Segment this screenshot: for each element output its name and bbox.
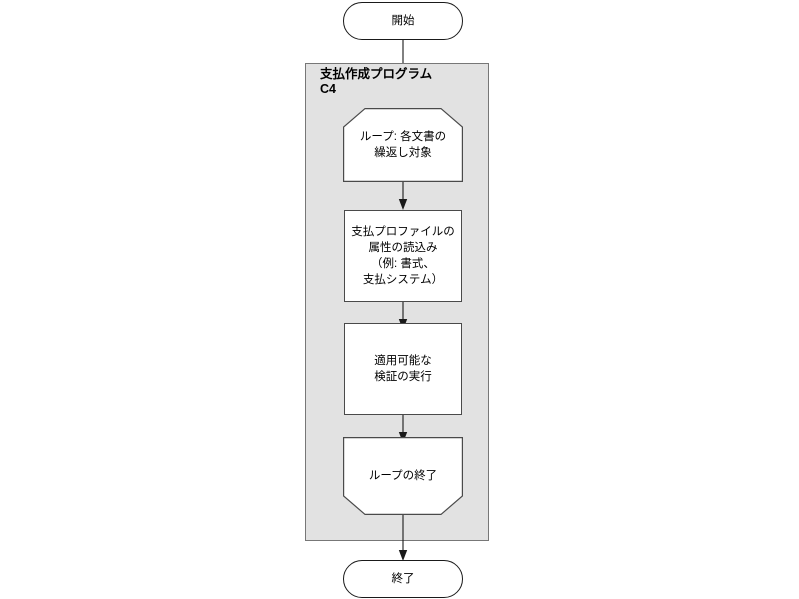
node-read-profile-label: 支払プロファイルの 属性の読込み （例: 書式、 支払システム） (351, 226, 455, 286)
container-title-line2: C4 (320, 82, 336, 96)
node-end-label: 終了 (391, 573, 415, 585)
container-title-line1: 支払作成プログラム (320, 67, 433, 81)
node-read-profile[interactable]: 支払プロファイルの 属性の読込み （例: 書式、 支払システム） (344, 210, 462, 302)
node-run-validation-label: 適用可能な 検証の実行 (374, 355, 432, 383)
node-end[interactable]: 終了 (343, 560, 463, 598)
loop-end-shape (343, 437, 463, 515)
edge-loop-end-to-end (398, 515, 408, 561)
node-start-label: 開始 (391, 15, 415, 27)
node-loop-start[interactable]: ループ: 各文書の 繰返し対象 (343, 108, 463, 182)
node-start[interactable]: 開始 (343, 2, 463, 40)
node-loop-start-label: ループ: 各文書の 繰返し対象 (359, 131, 447, 159)
node-loop-end-label: ループの終了 (368, 470, 438, 482)
loop-start-shape (343, 108, 463, 182)
node-loop-end[interactable]: ループの終了 (343, 437, 463, 515)
node-run-validation[interactable]: 適用可能な 検証の実行 (344, 323, 462, 415)
edge-loop-start-to-read-profile (398, 182, 408, 210)
